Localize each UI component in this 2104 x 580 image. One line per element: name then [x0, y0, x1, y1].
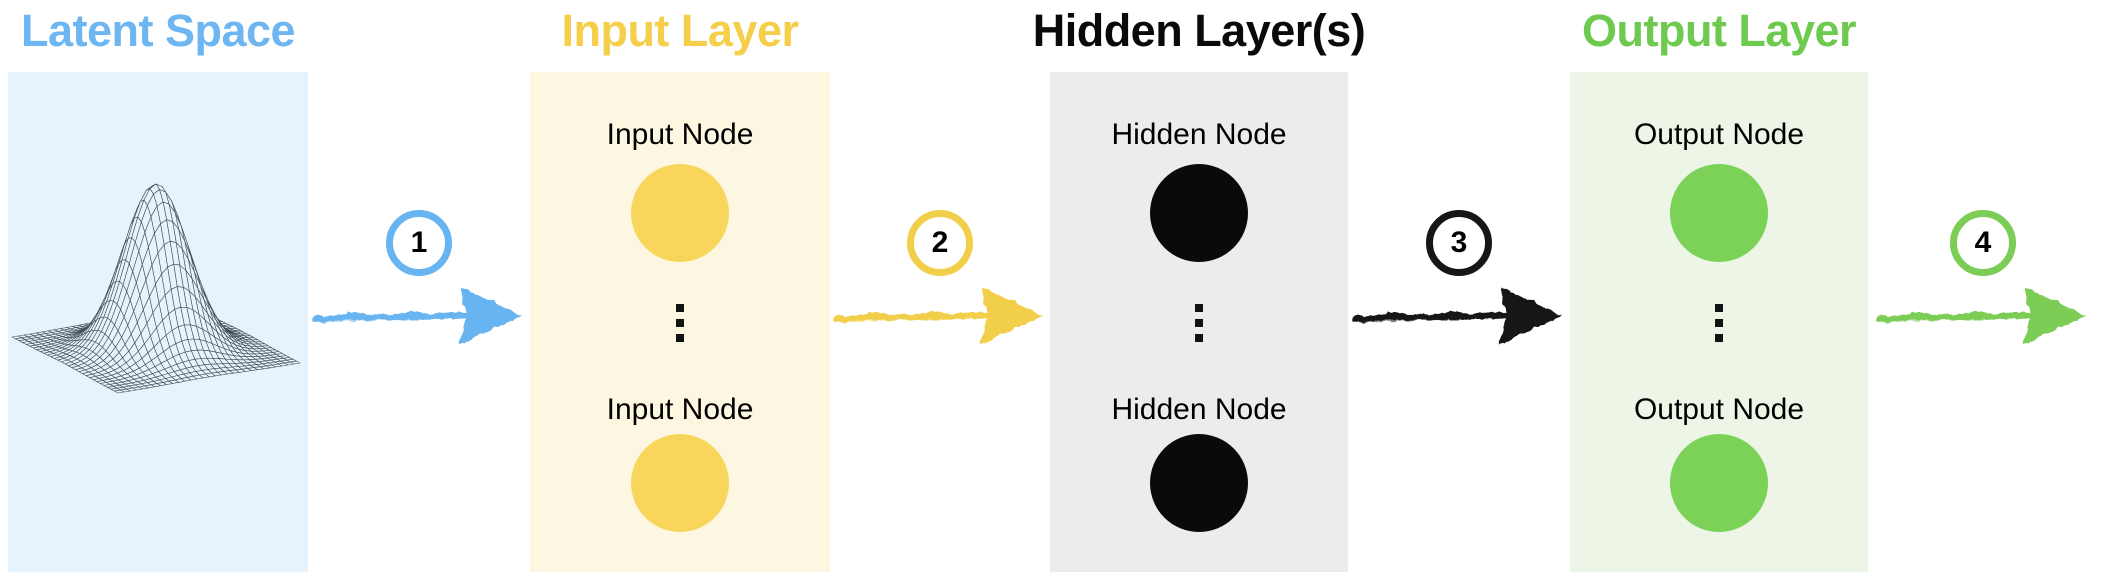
- hidden-node-circle-bottom: [1150, 434, 1248, 532]
- output-node-label-bottom: Output Node: [1633, 393, 1805, 426]
- ellipsis-dots: [1715, 304, 1723, 342]
- step-2-group: 2: [830, 210, 1050, 360]
- ellipsis-dot: [1195, 304, 1203, 312]
- step-3-number: 3: [1450, 226, 1468, 259]
- hidden-layers-title: Hidden Layer(s): [1032, 5, 1366, 56]
- ellipsis-dots: [1195, 304, 1203, 342]
- ellipsis-dot: [1715, 319, 1723, 327]
- step-3-badge: 3: [1426, 210, 1492, 276]
- output-node-label-top: Output Node: [1633, 118, 1805, 151]
- step-2-badge: 2: [907, 210, 973, 276]
- hidden-node-label-top: Hidden Node: [1111, 118, 1287, 151]
- output-node-circle-top: [1670, 164, 1768, 262]
- ellipsis-dot: [676, 334, 684, 342]
- input-node-label-bottom: Input Node: [606, 393, 754, 426]
- step-2-number: 2: [931, 226, 949, 259]
- ellipsis-dot: [1195, 334, 1203, 342]
- arrow-2-icon: [833, 287, 1044, 344]
- step-3-group: 3: [1349, 210, 1569, 360]
- ellipsis-dot: [1715, 304, 1723, 312]
- input-node-circle-top: [631, 164, 729, 262]
- step-1-number: 1: [410, 226, 428, 259]
- input-layer-title: Input Layer: [561, 5, 799, 56]
- output-layer-title: Output Layer: [1581, 5, 1857, 56]
- input-node-circle-bottom: [631, 434, 729, 532]
- ellipsis-dot: [676, 304, 684, 312]
- step-4-number: 4: [1974, 226, 1992, 259]
- ellipsis-dot: [676, 319, 684, 327]
- hidden-node-label-bottom: Hidden Node: [1111, 393, 1287, 426]
- output-node-circle-bottom: [1670, 434, 1768, 532]
- input-node-label-top: Input Node: [606, 118, 754, 151]
- latent-space-title: Latent Space: [20, 5, 296, 56]
- latent-space-box: [8, 72, 308, 572]
- step-1-badge: 1: [386, 210, 452, 276]
- ellipsis-dots: [676, 304, 684, 342]
- ellipsis-dot: [1195, 319, 1203, 327]
- hidden-node-circle-top: [1150, 164, 1248, 262]
- step-4-badge: 4: [1950, 210, 2016, 276]
- gaussian-surface: [11, 183, 301, 394]
- arrow-4-icon: [1876, 287, 2087, 344]
- ellipsis-dot: [1715, 334, 1723, 342]
- step-1-group: 1: [309, 210, 529, 360]
- arrow-1-icon: [312, 287, 523, 344]
- step-4-group: 4: [1873, 210, 2093, 360]
- arrow-3-icon: [1352, 287, 1563, 344]
